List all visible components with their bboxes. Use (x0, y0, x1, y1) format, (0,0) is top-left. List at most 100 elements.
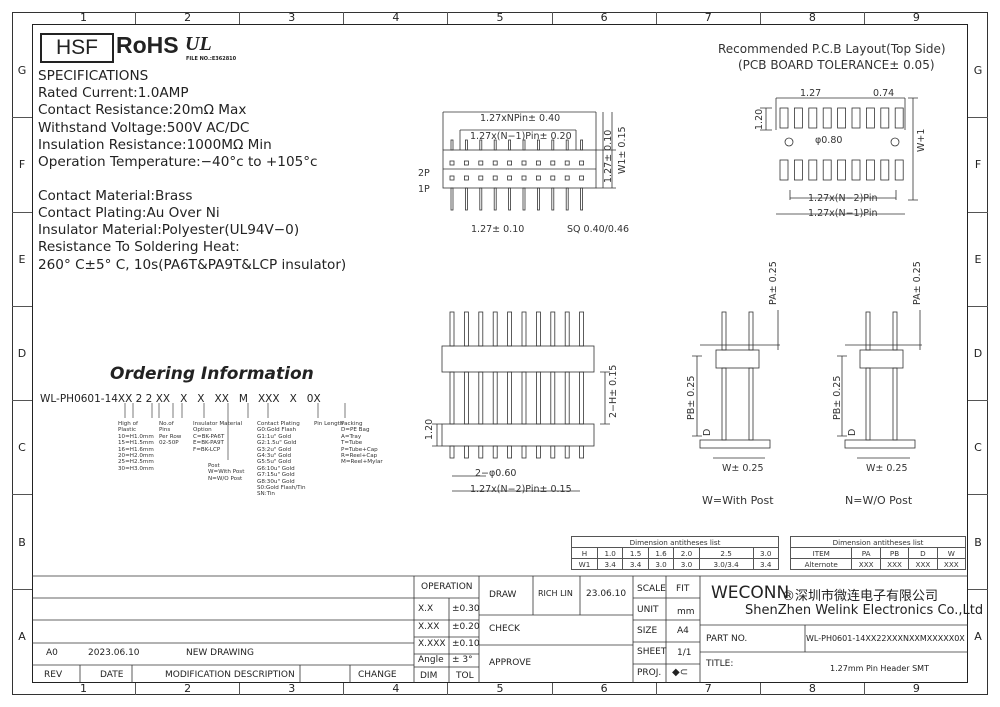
ordering-title: Ordering Information (110, 364, 314, 384)
side-n-w: W± 0.25 (866, 463, 908, 474)
ul-file-number: FILE NO.:E362810 (186, 56, 237, 62)
tb-check: CHECK (489, 624, 520, 634)
top-view-pin (564, 175, 570, 181)
dim-square-pin: SQ 0.40/0.46 (567, 224, 630, 235)
top-view-pin (521, 175, 527, 181)
row-ruler-right: G F E D C B A (968, 24, 988, 683)
top-view-pin (507, 175, 513, 181)
tb-scale: SCALE (637, 584, 666, 594)
specs-heading: SPECIFICATIONS (38, 68, 149, 84)
col-ref: 1 (80, 682, 88, 695)
dim-front-n2: 1.27x(N−2)Pin± 0.15 (470, 484, 572, 495)
col-ref: 3 (239, 683, 343, 695)
tb-date: 23.06.10 (586, 589, 627, 599)
pcb-pad (837, 107, 846, 129)
top-view-pin (550, 175, 556, 181)
tb-draw: DRAW (489, 590, 517, 600)
pcb-pad (837, 159, 846, 181)
pcb-dim-hole: φ0.80 (815, 135, 843, 146)
pcb-dim-pad-width: 0.74 (873, 88, 895, 99)
front-view-pin (579, 445, 584, 459)
front-view-pin (564, 445, 570, 459)
pcb-pad (822, 159, 832, 181)
top-view-lead (551, 139, 555, 151)
tb-tol-val: ±0.20 (452, 622, 480, 632)
front-view-pin (507, 445, 513, 459)
tb-sheet-val: 1/1 (677, 648, 692, 658)
col-ref: 6 (551, 683, 656, 695)
row-ruler-left: G F E D C B A (12, 24, 32, 683)
column-ruler-bottom: 1 2 3 4 5 6 7 8 9 (32, 683, 968, 695)
top-view-pin (536, 160, 541, 166)
tb-operation: OPERATION (421, 582, 473, 592)
tb-drawer: RICH LIN (538, 589, 573, 598)
dimension-table-height: Dimension antitheses list H 1.0 1.5 1.6 … (571, 536, 779, 570)
tb-unit-val: mm (677, 607, 695, 617)
side-view-pin (892, 367, 898, 441)
side-view-pin (865, 367, 871, 441)
pcb-layout-view (760, 97, 918, 215)
top-view-pin (478, 175, 484, 181)
rev-value: A0 (46, 648, 58, 658)
row-ref: C (968, 400, 988, 494)
front-view-pin (536, 311, 541, 347)
side-view-pin (865, 311, 871, 351)
pcb-hole (784, 137, 794, 147)
top-view-lead (464, 139, 468, 151)
rev-header-change: CHANGE (358, 670, 397, 680)
tb-proj: PROJ. (637, 668, 662, 678)
dim-pitch: 1.27± 0.10 (471, 224, 525, 235)
side-view-pin (721, 367, 727, 441)
drawing-title: 1.27mm Pin Header SMT (830, 664, 929, 673)
dim-table-cell: 3.4 (622, 558, 649, 570)
part-code: WL-PH0601-14XX 2 2 XX X X XX M XXX X 0X (40, 393, 321, 405)
top-view-pin (492, 175, 498, 181)
top-view-pin (579, 160, 584, 166)
top-view-lead (565, 187, 569, 211)
dim-table-cell: 3.4 (752, 558, 779, 570)
part-no-label: PART NO. (706, 634, 748, 644)
row-ref: D (12, 305, 32, 400)
side-view-pin (721, 311, 727, 351)
front-view-pin (507, 311, 513, 347)
front-view-pin (507, 371, 513, 425)
spec-line: Withstand Voltage:500V AC/DC (38, 120, 250, 136)
col-ref: 2 (135, 12, 239, 24)
ordering-note-pin-length: Pin Length (314, 421, 344, 427)
top-view-lead (493, 187, 497, 211)
top-view-pin (463, 160, 469, 166)
row-ref: F (968, 117, 988, 211)
pcb-pad (808, 107, 818, 129)
rev-description: NEW DRAWING (186, 648, 254, 658)
pcb-pad (894, 159, 904, 181)
dim-table-cell: W1 (571, 558, 598, 570)
pcb-pad (866, 159, 875, 181)
rohs-logo: RoHS (116, 32, 179, 58)
dim-table-cell: XXX (936, 558, 967, 570)
col-ref: 9 (863, 12, 968, 24)
side-n-label: N=W/O Post (845, 494, 913, 507)
tb-dim: DIM (420, 671, 438, 681)
top-view-pin (564, 160, 570, 166)
front-view-pin (536, 371, 541, 425)
tb-size-val: A4 (677, 626, 689, 636)
col-ref: 4 (343, 683, 447, 695)
front-view-pin (463, 311, 469, 347)
col-ref: 5 (447, 683, 551, 695)
col-ref: 6 (551, 12, 656, 24)
top-view-lead (522, 187, 526, 211)
top-view-lead (493, 139, 497, 151)
front-view-pin (478, 311, 484, 347)
front-view-pin (478, 371, 484, 425)
top-view-pin (521, 160, 527, 166)
front-view-pin (449, 311, 455, 347)
front-view-pin (492, 371, 498, 425)
front-view-pin (550, 371, 556, 425)
col-ref: 1 (80, 11, 88, 24)
drawing-frame (12, 12, 988, 695)
